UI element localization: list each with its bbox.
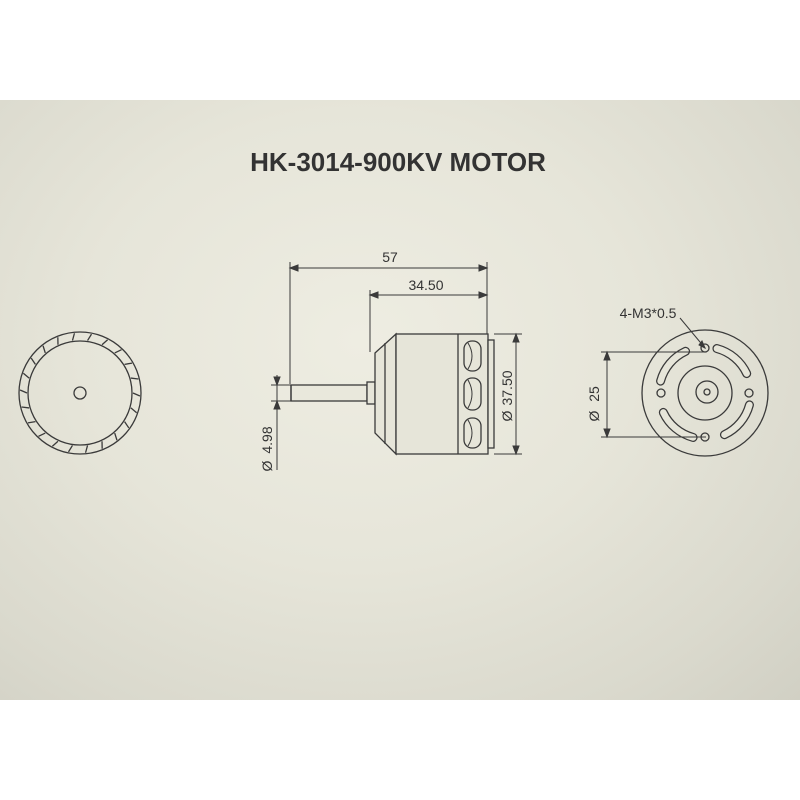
dim-body-diameter: 37.50	[499, 370, 515, 405]
rear-view-vent-slots	[19, 333, 141, 453]
drawing-title: HK-3014-900KV MOTOR	[250, 147, 546, 177]
front-view-inner-ring	[677, 365, 733, 421]
rear-view-vent-slot	[27, 421, 36, 424]
front-view-cooling-arc-inner	[713, 345, 750, 377]
photo-top-band	[0, 0, 800, 100]
side-view-shaft	[290, 384, 368, 402]
rear-view-vent-slot	[51, 440, 59, 447]
rear-view-vent-slot	[132, 392, 141, 397]
front-view-mount-hole	[744, 388, 754, 398]
side-view-collar	[366, 381, 376, 405]
rear-view-vent-slot	[42, 345, 46, 354]
dim-mount-diameter: 25	[586, 386, 602, 402]
rear-view-vent-slot	[130, 377, 139, 380]
rear-view-vent-slot	[38, 432, 46, 437]
rear-view-vent-slot	[114, 432, 118, 441]
front-view-shaft-hole	[703, 388, 711, 396]
side-view	[290, 332, 495, 456]
side-view-vent-bottom	[463, 417, 482, 449]
dim-body-length: 34.50	[408, 277, 443, 293]
rear-view-vent-slot	[21, 406, 30, 409]
rear-view-vent-slot	[124, 421, 130, 429]
front-view-bearing	[695, 380, 719, 404]
rear-view-vent-slot	[22, 372, 30, 379]
front-view-arcs	[656, 344, 754, 442]
side-view-vent-middle	[463, 377, 482, 411]
rear-view-vent-slot	[86, 333, 93, 341]
front-view	[641, 329, 769, 457]
front-view-cooling-arc-inner	[660, 409, 697, 441]
dim-mount-diameter-symbol: Ø	[586, 410, 602, 421]
rear-view	[18, 331, 142, 455]
rear-view-vent-slot	[30, 357, 36, 365]
side-view-end-cap	[487, 339, 495, 449]
rear-view-vent-slot	[101, 339, 109, 346]
rear-view-vent-slot	[67, 445, 74, 453]
rear-view-vent-slot	[114, 349, 122, 354]
rear-view-center-hole	[73, 386, 87, 400]
mount-screw-callout: 4-M3*0.5	[620, 305, 677, 321]
photo-bottom-band	[0, 700, 800, 800]
front-view-cooling-arc-inner	[721, 401, 753, 438]
rear-view-vent-slot	[84, 445, 89, 453]
front-view-mount-hole	[656, 388, 666, 398]
rear-view-inner-rim	[27, 340, 133, 446]
front-view-cooling-arc-inner	[657, 348, 689, 385]
rear-view-vent-slot	[124, 362, 133, 365]
rear-view-vent-slot	[71, 333, 76, 341]
rear-view-outer-rim	[18, 331, 142, 455]
side-view-dimensions	[271, 262, 522, 470]
front-view-outer-rim	[641, 329, 769, 457]
dim-overall-length: 57	[382, 249, 398, 265]
side-view-vent-top	[463, 340, 482, 372]
front-view-dimensions	[601, 317, 706, 439]
dim-shaft-diameter: 4.98	[259, 426, 275, 453]
rear-view-vent-slot	[130, 407, 138, 414]
rear-view-vent-slot	[19, 389, 28, 394]
dim-shaft-diameter-symbol: Ø	[259, 460, 275, 471]
dim-body-diameter-symbol: Ø	[499, 410, 515, 421]
side-view-body	[395, 333, 489, 455]
